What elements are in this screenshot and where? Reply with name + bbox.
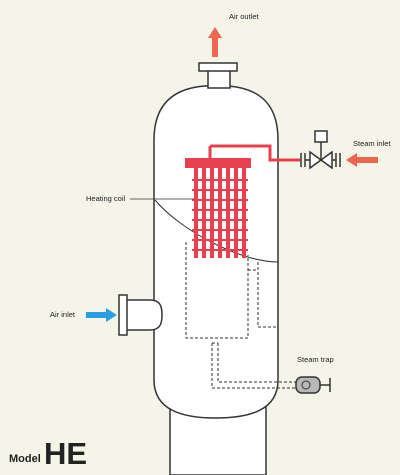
arrow-left-icon	[346, 153, 378, 167]
model-word: Model	[9, 453, 41, 465]
steam-pipe	[208, 144, 300, 162]
air-outlet-label: Air outlet	[229, 12, 260, 21]
coil-header	[185, 158, 251, 168]
arrow-right-icon	[86, 308, 117, 322]
heating-coil	[185, 158, 251, 258]
vessel-body	[153, 85, 279, 419]
steam-trap-label: Steam trap	[297, 355, 334, 364]
arrow-up-icon	[208, 27, 222, 57]
outlet-nozzle	[198, 62, 238, 89]
support-skirt	[169, 400, 267, 475]
air-inlet-nozzle	[118, 294, 163, 336]
steam-trap-icon	[295, 376, 331, 394]
steam-inlet-label: Steam inlet	[353, 139, 391, 148]
drain-line	[211, 342, 296, 389]
model-badge: Model HE	[9, 436, 87, 471]
air-inlet-label: Air inlet	[50, 310, 76, 319]
heating-coil-label: Heating coil	[86, 194, 126, 203]
model-code: HE	[44, 436, 87, 471]
valve-icon	[309, 130, 333, 170]
internal-duct	[185, 242, 278, 339]
